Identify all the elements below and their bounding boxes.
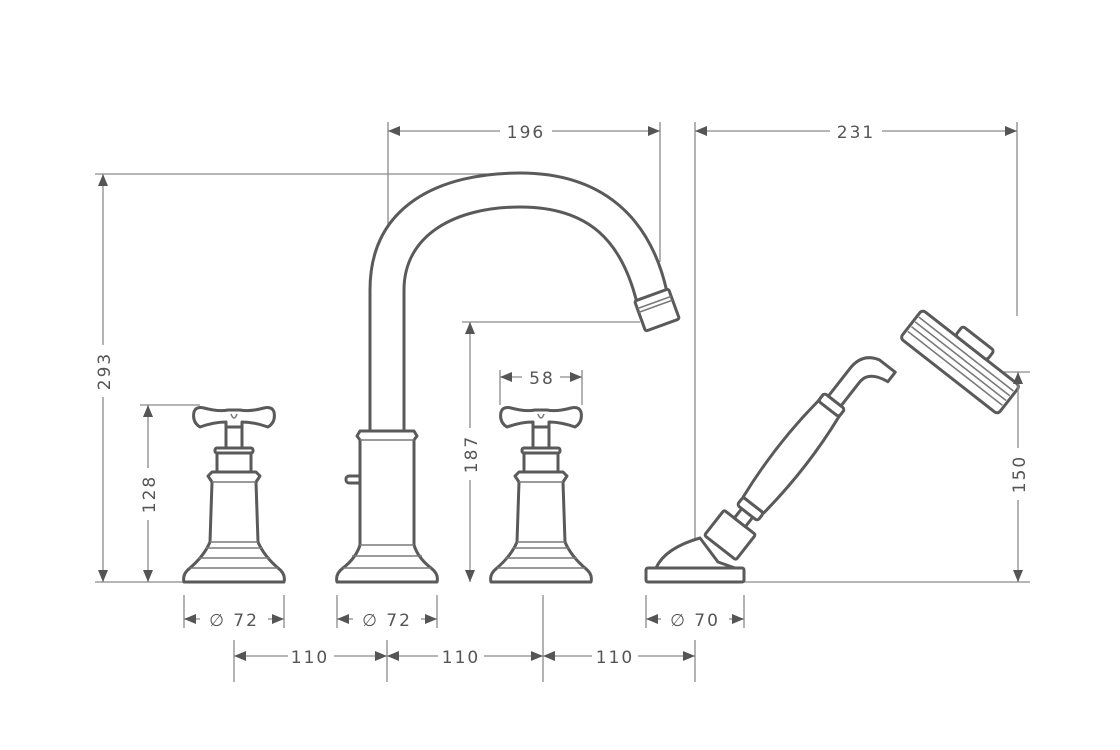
- dimension-label: 150: [1010, 455, 1030, 493]
- extension-lines: [95, 122, 1030, 682]
- dimension-total-height: 293: [92, 174, 115, 582]
- dimension-shower-height: 150: [1007, 372, 1030, 582]
- dimension-spacing-2: 110: [387, 646, 543, 668]
- right-valve: [489, 406, 593, 584]
- dimension-label: ∅ 72: [362, 611, 412, 631]
- dimension-label: 110: [291, 648, 329, 668]
- dimension-handle-width: 58: [500, 367, 582, 389]
- hand-shower: [644, 309, 1020, 584]
- dimension-label: 110: [596, 648, 634, 668]
- left-valve: [182, 406, 286, 584]
- dimension-label: 58: [529, 369, 555, 389]
- dimension-spout-outlet-height: 187: [459, 322, 482, 582]
- dimension-label: 293: [95, 352, 115, 390]
- dimension-spout-reach: 196: [388, 120, 660, 143]
- dimension-label: 231: [837, 123, 875, 143]
- dimension-spacing-1: 110: [234, 646, 387, 668]
- dimension-label: 128: [140, 475, 160, 513]
- dimension-label: 110: [442, 648, 480, 668]
- dimension-spout-base-diameter: ∅ 72: [337, 608, 437, 631]
- dimension-hand-shower-reach: 231: [695, 120, 1017, 143]
- dimension-spacing-3: 110: [543, 646, 695, 668]
- dimension-label: ∅ 72: [209, 611, 259, 631]
- spout: [335, 171, 681, 584]
- dimension-label: 187: [462, 435, 482, 473]
- dimension-shower-base-diameter: ∅ 70: [646, 608, 744, 631]
- dimension-label: ∅ 70: [670, 611, 720, 631]
- dimension-valve-height: 128: [137, 405, 160, 582]
- dimension-label: 196: [507, 123, 545, 143]
- dimension-valve-base-diameter: ∅ 72: [184, 608, 284, 631]
